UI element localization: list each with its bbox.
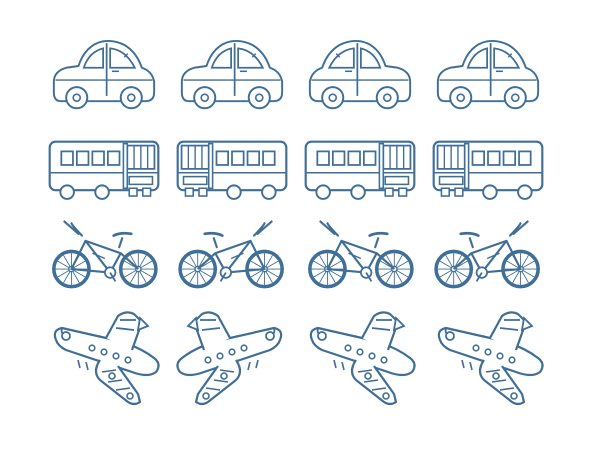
bicycle-icon [178,220,284,289]
bus-icon [304,140,416,200]
bus-icon [176,140,288,200]
car-icon [52,39,156,110]
bus-icon [48,140,160,200]
car-icon [180,39,284,110]
bicycle-icon [52,220,158,289]
car-icon [436,39,540,110]
bicycle-icon [434,220,540,289]
airplane-icon [176,311,283,406]
airplane-icon [437,311,544,406]
bus-icon [432,140,544,200]
airplane-icon [53,311,160,406]
car-icon [308,39,412,110]
bicycle-icon [308,220,414,289]
airplane-icon [309,311,416,406]
